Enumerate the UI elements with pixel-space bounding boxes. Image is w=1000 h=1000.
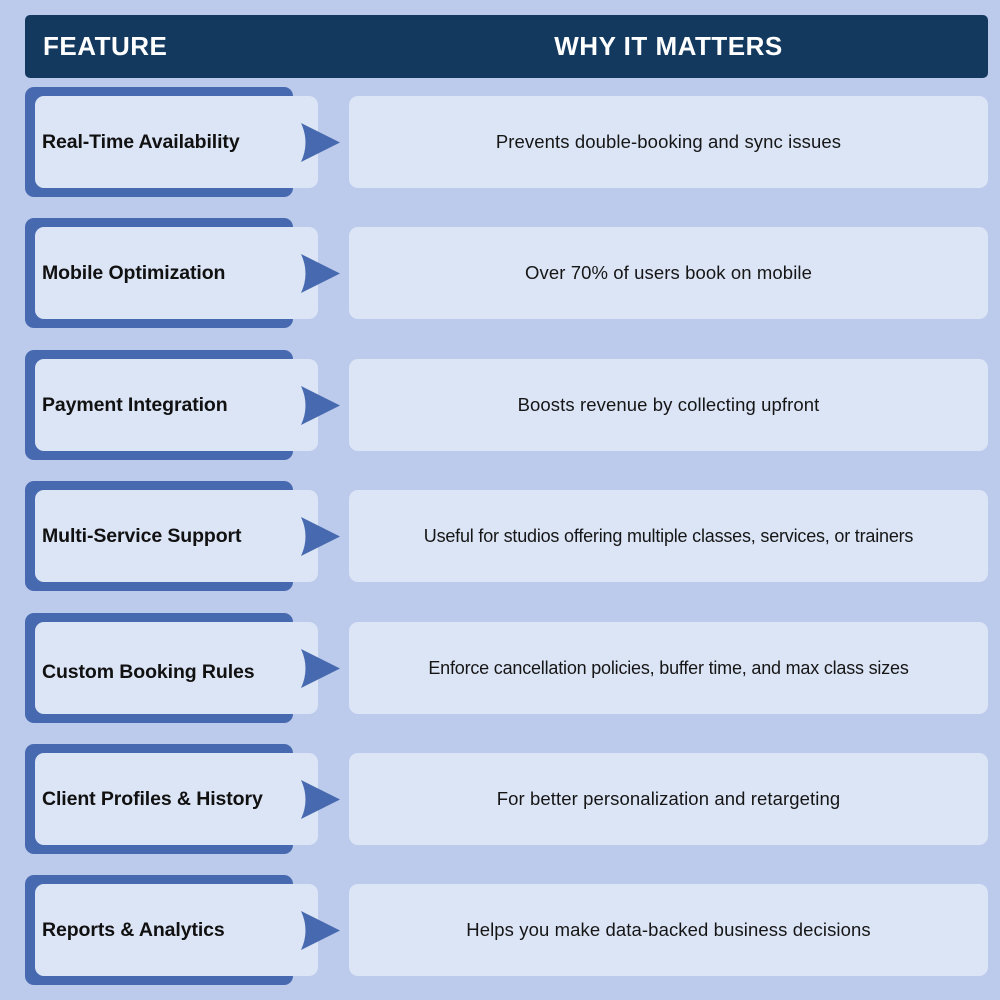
feature-box bbox=[35, 884, 318, 976]
feature-label: Reports & Analytics bbox=[42, 919, 225, 941]
why-box: Over 70% of users book on mobile bbox=[349, 227, 988, 319]
feature-box bbox=[35, 359, 318, 451]
arrow-right-icon bbox=[301, 780, 340, 819]
feature-row: Client Profiles & History For better per… bbox=[0, 744, 1000, 854]
feature-box bbox=[35, 622, 318, 714]
why-box: Boosts revenue by collecting upfront bbox=[349, 359, 988, 451]
why-text: Enforce cancellation policies, buffer ti… bbox=[428, 657, 909, 678]
feature-box bbox=[35, 490, 318, 582]
why-box: Useful for studios offering multiple cla… bbox=[349, 490, 988, 582]
arrow-right-icon bbox=[301, 911, 340, 950]
why-box: For better personalization and retargeti… bbox=[349, 753, 988, 845]
header-feature-label: FEATURE bbox=[43, 31, 168, 61]
arrow-right-icon bbox=[301, 649, 340, 688]
feature-row: Mobile Optimization Over 70% of users bo… bbox=[0, 218, 1000, 328]
feature-row: Payment Integration Boosts revenue by co… bbox=[0, 350, 1000, 460]
why-box: Enforce cancellation policies, buffer ti… bbox=[349, 622, 988, 714]
why-box: Prevents double-booking and sync issues bbox=[349, 96, 988, 188]
feature-label: Multi-Service Support bbox=[42, 525, 242, 547]
feature-box bbox=[35, 227, 318, 319]
why-box: Helps you make data-backed business deci… bbox=[349, 884, 988, 976]
arrow-right-icon bbox=[301, 386, 340, 425]
feature-label: Custom Booking Rules bbox=[42, 661, 255, 683]
why-text: Boosts revenue by collecting upfront bbox=[517, 394, 820, 415]
feature-box bbox=[35, 753, 318, 845]
feature-row: Custom Booking Rules Enforce cancellatio… bbox=[0, 613, 1000, 723]
why-text: Prevents double-booking and sync issues bbox=[495, 131, 842, 152]
feature-label: Mobile Optimization bbox=[42, 262, 226, 284]
feature-label: Client Profiles & History bbox=[42, 788, 263, 810]
feature-row: Reports & Analytics Helps you make data-… bbox=[0, 875, 1000, 985]
arrow-right-icon bbox=[301, 123, 340, 162]
arrow-right-icon bbox=[301, 254, 340, 293]
why-text: Helps you make data-backed business deci… bbox=[466, 919, 871, 940]
why-text: Over 70% of users book on mobile bbox=[524, 262, 812, 283]
header-why-label: WHY IT MATTERS bbox=[554, 31, 783, 61]
feature-row: Real-Time Availability Prevents double-b… bbox=[0, 87, 1000, 197]
why-text: Useful for studios offering multiple cla… bbox=[423, 525, 914, 546]
arrow-right-icon bbox=[301, 517, 340, 556]
feature-row: Multi-Service Support Useful for studios… bbox=[0, 481, 1000, 591]
feature-label: Real-Time Availability bbox=[42, 131, 240, 153]
feature-label: Payment Integration bbox=[42, 394, 228, 416]
feature-box bbox=[35, 96, 318, 188]
table-header: FEATURE WHY IT MATTERS bbox=[25, 15, 988, 78]
why-text: For better personalization and retargeti… bbox=[496, 788, 841, 809]
